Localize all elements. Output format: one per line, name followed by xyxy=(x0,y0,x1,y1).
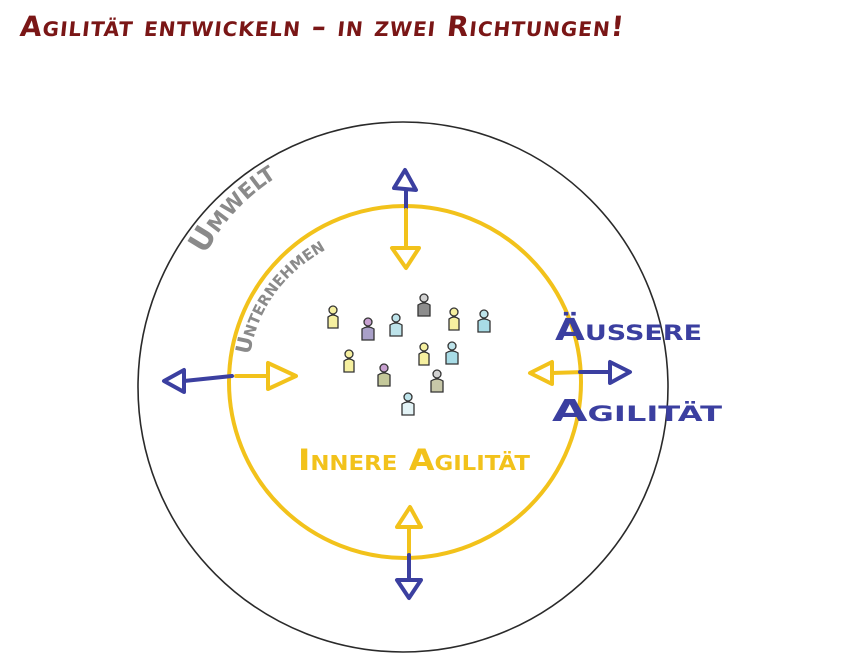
left-inner-arrow-icon xyxy=(234,361,298,391)
outer-agility-label-line2: Agilität xyxy=(552,394,723,429)
bottom-outer-arrow-icon xyxy=(395,553,423,600)
person-figure-icon xyxy=(361,317,375,341)
environment-circle xyxy=(137,121,669,653)
right-inner-arrow-icon xyxy=(528,360,586,386)
team-people-group xyxy=(327,293,491,416)
person-figure-icon xyxy=(389,313,403,337)
person-figure-icon xyxy=(477,309,491,333)
company-label: Unternehmen xyxy=(231,233,328,356)
person-figure-icon xyxy=(343,349,355,373)
person-figure-icon xyxy=(417,293,431,317)
outer-agility-label-line1: Äussere xyxy=(555,312,702,348)
person-figure-icon xyxy=(327,305,339,329)
person-figure-icon xyxy=(430,369,444,393)
bottom-inner-arrow-icon xyxy=(395,505,423,557)
person-figure-icon xyxy=(401,392,415,416)
person-figure-icon xyxy=(418,342,430,366)
person-figure-icon xyxy=(448,307,460,331)
left-outer-arrow-icon xyxy=(162,368,234,394)
person-figure-icon xyxy=(377,363,391,387)
inner-agility-label: Innere Agilität xyxy=(298,443,530,477)
person-figure-icon xyxy=(445,341,459,365)
right-outer-arrow-icon xyxy=(578,360,632,385)
environment-label: Umwelt xyxy=(182,154,282,259)
top-inner-arrow-icon xyxy=(390,208,421,270)
